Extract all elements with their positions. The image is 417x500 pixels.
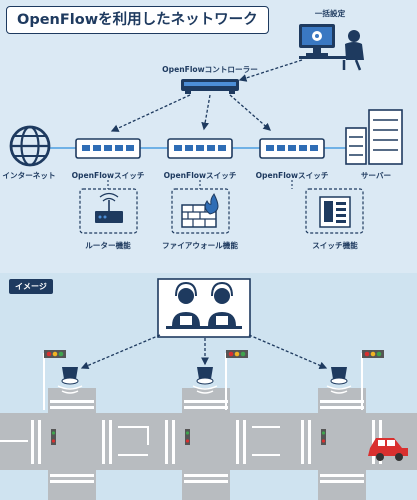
switch-icon bbox=[167, 138, 233, 159]
controller-icon bbox=[181, 79, 239, 94]
switch-panel-icon bbox=[319, 196, 351, 228]
router-function-label: ルーター機能 bbox=[85, 241, 131, 250]
traffic-light-icon bbox=[43, 350, 66, 445]
controller-label: OpenFlowコントローラー bbox=[162, 65, 258, 74]
switch-label-2: OpenFlowスイッチ bbox=[163, 171, 237, 180]
internet-label: インターネット bbox=[2, 171, 56, 180]
camera-icon bbox=[192, 367, 218, 394]
server-icon bbox=[345, 109, 403, 165]
globe-icon bbox=[9, 125, 51, 167]
switch-label-1: OpenFlowスイッチ bbox=[71, 171, 145, 180]
function-links bbox=[107, 180, 293, 189]
admin-pc-icon bbox=[299, 24, 364, 71]
firewall-function-label: ファイアウォール機能 bbox=[162, 241, 238, 250]
traffic-light-icon bbox=[321, 350, 384, 445]
settings-label: 一括設定 bbox=[314, 9, 346, 18]
operators-icon bbox=[157, 278, 251, 338]
switch-function-label: スイッチ機能 bbox=[312, 241, 358, 250]
control-arrows bbox=[110, 59, 303, 132]
lane-marks bbox=[0, 426, 280, 456]
camera-arrows bbox=[80, 334, 328, 370]
car-icon bbox=[368, 438, 408, 461]
router-icon bbox=[95, 192, 123, 223]
function-boxes bbox=[79, 188, 364, 234]
switch-icon bbox=[259, 138, 325, 159]
camera-icon bbox=[326, 367, 352, 394]
switch-label-3: OpenFlowスイッチ bbox=[255, 171, 329, 180]
page-title: OpenFlowを利用したネットワーク bbox=[6, 6, 269, 34]
camera-icon bbox=[57, 367, 83, 394]
traffic-light-icon bbox=[185, 350, 248, 445]
server-label: サーバー bbox=[360, 171, 392, 180]
switch-icon bbox=[75, 138, 141, 159]
image-section-tag: イメージ bbox=[9, 279, 53, 294]
firewall-icon bbox=[181, 193, 219, 228]
